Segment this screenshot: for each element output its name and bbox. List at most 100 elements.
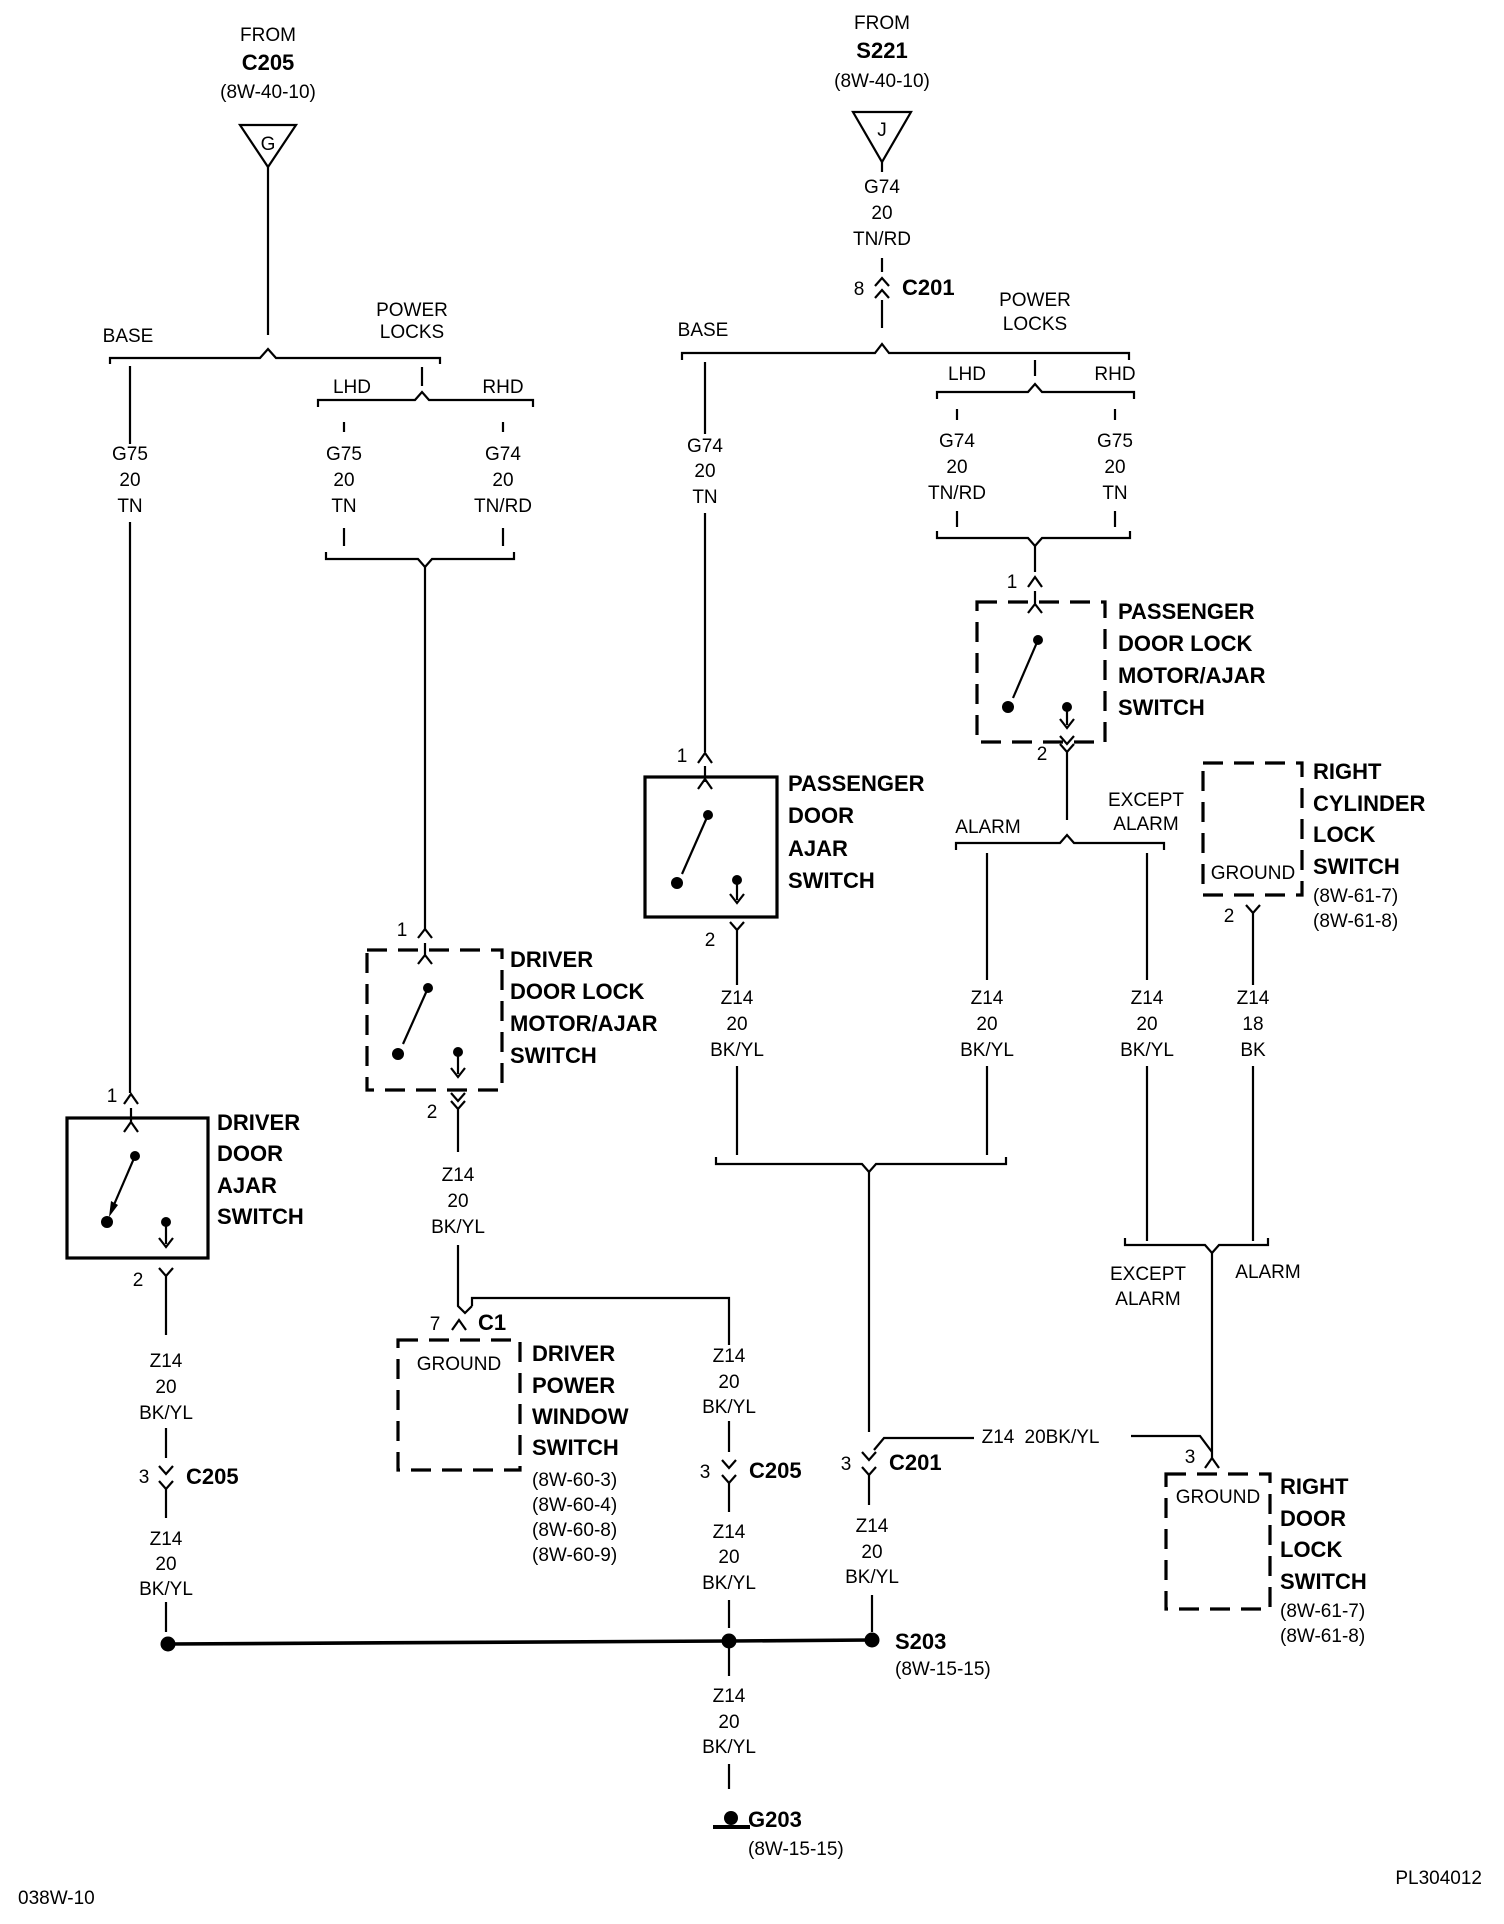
svg-text:BK/YL: BK/YL: [139, 1579, 193, 1600]
svg-text:3: 3: [1185, 1447, 1196, 1468]
svg-text:MOTOR/AJAR: MOTOR/AJAR: [510, 1011, 658, 1036]
svg-text:20: 20: [694, 461, 715, 482]
svg-text:BK/YL: BK/YL: [702, 1737, 756, 1758]
splice-s203: S203 (8W-15-15): [895, 1629, 991, 1680]
svg-text:TN/RD: TN/RD: [853, 229, 911, 250]
svg-text:20: 20: [718, 1372, 739, 1393]
footer-figure-code: PL304012: [1395, 1868, 1482, 1889]
svg-text:(8W-61-7): (8W-61-7): [1280, 1601, 1365, 1622]
left-base-label: BASE: [103, 326, 154, 347]
svg-text:20: 20: [718, 1712, 739, 1733]
svg-text:POWER: POWER: [532, 1373, 615, 1398]
svg-text:SWITCH: SWITCH: [510, 1043, 597, 1068]
svg-text:LHD: LHD: [333, 377, 371, 398]
svg-text:ALARM: ALARM: [1115, 1289, 1180, 1310]
svg-text:1: 1: [1007, 572, 1018, 593]
svg-text:G203: G203: [748, 1807, 802, 1832]
svg-text:20: 20: [1136, 1014, 1157, 1035]
connector-c205-left: 3 C205: [139, 1464, 239, 1491]
svg-text:20: 20: [726, 1014, 747, 1035]
svg-text:DOOR: DOOR: [788, 803, 854, 828]
left-merge-brace: [324, 552, 516, 569]
svg-text:GROUND: GROUND: [417, 1354, 501, 1375]
svg-text:G75: G75: [326, 444, 362, 465]
svg-text:SWITCH: SWITCH: [1280, 1569, 1367, 1594]
svg-text:1: 1: [677, 746, 688, 767]
svg-text:G75: G75: [1097, 431, 1133, 452]
svg-text:Z14: Z14: [1131, 988, 1164, 1009]
svg-text:DOOR LOCK: DOOR LOCK: [510, 979, 645, 1004]
svg-text:WINDOW: WINDOW: [532, 1404, 629, 1429]
svg-text:G: G: [261, 134, 276, 155]
svg-text:(8W-61-8): (8W-61-8): [1313, 911, 1398, 932]
driver-door-ajar-switch: 1 2 DRIVER DOOR AJAR SWITCH: [65, 1086, 304, 1335]
svg-text:20: 20: [155, 1377, 176, 1398]
svg-text:18: 18: [1242, 1014, 1263, 1035]
svg-text:DOOR LOCK: DOOR LOCK: [1118, 631, 1253, 656]
svg-text:DRIVER: DRIVER: [217, 1110, 300, 1135]
svg-text:8: 8: [854, 279, 865, 300]
svg-text:3: 3: [139, 1467, 150, 1488]
svg-text:BASE: BASE: [678, 320, 729, 341]
svg-text:PASSENGER: PASSENGER: [1118, 599, 1255, 624]
svg-text:20: 20: [861, 1542, 882, 1563]
svg-text:Z14: Z14: [442, 1165, 475, 1186]
svg-text:20: 20: [447, 1191, 468, 1212]
svg-text:3: 3: [841, 1454, 852, 1475]
svg-text:G74: G74: [864, 177, 900, 198]
svg-text:LOCK: LOCK: [1313, 822, 1375, 847]
right-cylinder-lock-switch: GROUND 2 RIGHT CYLINDER LOCK SWITCH (8W-…: [1201, 759, 1426, 985]
svg-text:SWITCH: SWITCH: [532, 1435, 619, 1460]
right-merge-brace: [935, 531, 1132, 548]
svg-text:POWER: POWER: [999, 290, 1071, 311]
svg-text:20: 20: [333, 470, 354, 491]
right-option-brace: [680, 342, 1131, 360]
svg-text:20: 20: [155, 1554, 176, 1575]
ground-g203: G203 (8W-15-15): [713, 1807, 844, 1860]
svg-text:7: 7: [430, 1314, 441, 1335]
left-option-brace: [108, 347, 442, 364]
source-s221-flag: J: [851, 110, 913, 165]
driver-power-window-switch: 7 C1 GROUND DRIVER POWER WINDOW SWITCH (…: [396, 1310, 629, 1566]
svg-text:2: 2: [427, 1102, 438, 1123]
svg-text:DOOR: DOOR: [1280, 1506, 1346, 1531]
svg-text:Z14: Z14: [971, 988, 1004, 1009]
svg-text:LOCKS: LOCKS: [1003, 314, 1067, 335]
svg-text:RHD: RHD: [482, 377, 523, 398]
svg-text:TN: TN: [331, 496, 356, 517]
svg-text:Z14: Z14: [150, 1529, 183, 1550]
svg-text:(8W-60-8): (8W-60-8): [532, 1520, 617, 1541]
svg-text:ALARM: ALARM: [1113, 814, 1178, 835]
svg-text:TN/RD: TN/RD: [474, 496, 532, 517]
svg-text:20: 20: [871, 203, 892, 224]
svg-text:J: J: [877, 120, 887, 141]
svg-text:BK/YL: BK/YL: [702, 1397, 756, 1418]
pass-lock-alarm-brace: [954, 833, 1166, 850]
svg-text:2: 2: [1037, 744, 1048, 765]
svg-text:DRIVER: DRIVER: [532, 1341, 615, 1366]
source-c205-from: FROM: [240, 25, 296, 46]
svg-text:MOTOR/AJAR: MOTOR/AJAR: [1118, 663, 1266, 688]
svg-text:BK/YL: BK/YL: [702, 1573, 756, 1594]
source-c205-name: C205: [242, 50, 295, 75]
source-s221-ref: (8W-40-10): [834, 71, 930, 92]
svg-text:20: 20: [1104, 457, 1125, 478]
svg-text:(8W-60-3): (8W-60-3): [532, 1470, 617, 1491]
svg-text:Z14: Z14: [1237, 988, 1270, 1009]
svg-text:LOCK: LOCK: [1280, 1537, 1342, 1562]
svg-text:TN: TN: [692, 487, 717, 508]
svg-text:SWITCH: SWITCH: [217, 1204, 304, 1229]
svg-text:PASSENGER: PASSENGER: [788, 771, 925, 796]
svg-text:AJAR: AJAR: [788, 836, 848, 861]
svg-text:(8W-15-15): (8W-15-15): [895, 1659, 991, 1680]
center-merge-brace: [714, 1157, 1008, 1174]
svg-text:TN: TN: [117, 496, 142, 517]
svg-text:(8W-15-15): (8W-15-15): [748, 1839, 844, 1860]
connector-c201-bottom: 3 C201: [841, 1450, 942, 1477]
svg-text:Z14: Z14: [856, 1516, 889, 1537]
svg-text:C201: C201: [902, 275, 955, 300]
right-lhd-rhd-brace: [935, 382, 1136, 399]
svg-text:BK/YL: BK/YL: [1120, 1040, 1174, 1061]
footer-page-code: 038W-10: [18, 1888, 95, 1909]
